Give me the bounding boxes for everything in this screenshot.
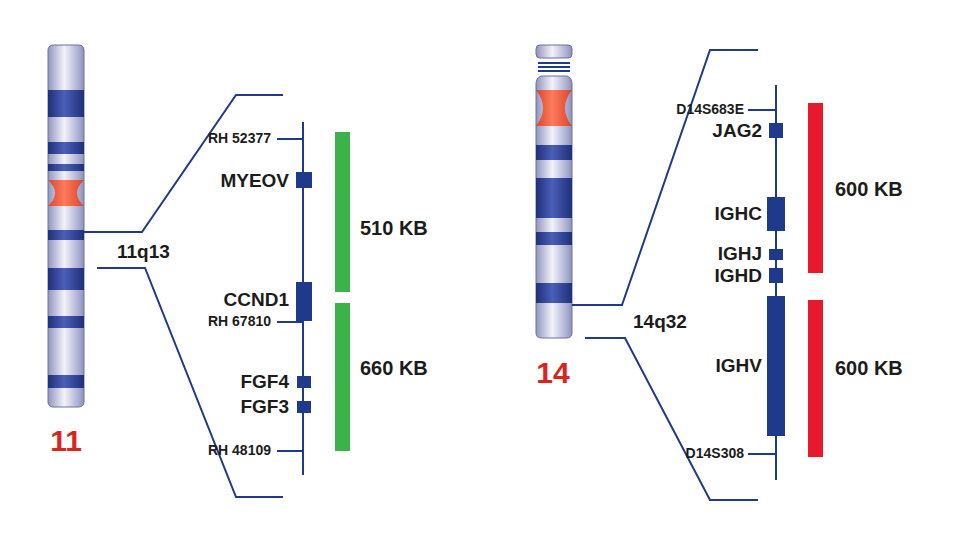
gene-label: FGF4 — [240, 372, 289, 393]
gene-label: FGF3 — [240, 397, 289, 418]
gene-label: MYEOV — [220, 171, 289, 192]
chromosome-11 — [48, 45, 84, 407]
marker-label: D14S308 — [686, 446, 744, 461]
gene-marks-14 — [767, 123, 785, 436]
marker-label: D14S683E — [676, 102, 744, 117]
marker-label: RH 48109 — [208, 443, 271, 458]
chromosome-number: 14 — [536, 356, 569, 389]
zoom-lines-14 — [572, 50, 776, 500]
gene-label: CCND1 — [224, 290, 289, 311]
chromosome-14 — [536, 45, 572, 338]
size-bars-14 — [808, 103, 823, 457]
chromosome-number: 11 — [50, 424, 82, 457]
band-label: 14q32 — [633, 312, 687, 333]
gene-label: IGHD — [715, 266, 763, 287]
size-label: 600 KB — [835, 357, 903, 379]
zoom-lines-11 — [84, 95, 303, 497]
gene-label: IGHJ — [718, 244, 762, 265]
gene-label: JAG2 — [712, 121, 762, 142]
gene-marks-11 — [296, 172, 312, 413]
gene-label: IGHC — [715, 204, 763, 225]
marker-label: RH 67810 — [208, 314, 271, 329]
size-label: 660 KB — [360, 357, 428, 379]
gene-label: IGHV — [716, 356, 762, 377]
band-label: 11q13 — [117, 242, 170, 263]
size-label: 600 KB — [835, 178, 903, 200]
marker-label: RH 52377 — [208, 131, 271, 146]
size-label: 510 KB — [360, 217, 428, 239]
size-bars-11 — [335, 132, 350, 451]
